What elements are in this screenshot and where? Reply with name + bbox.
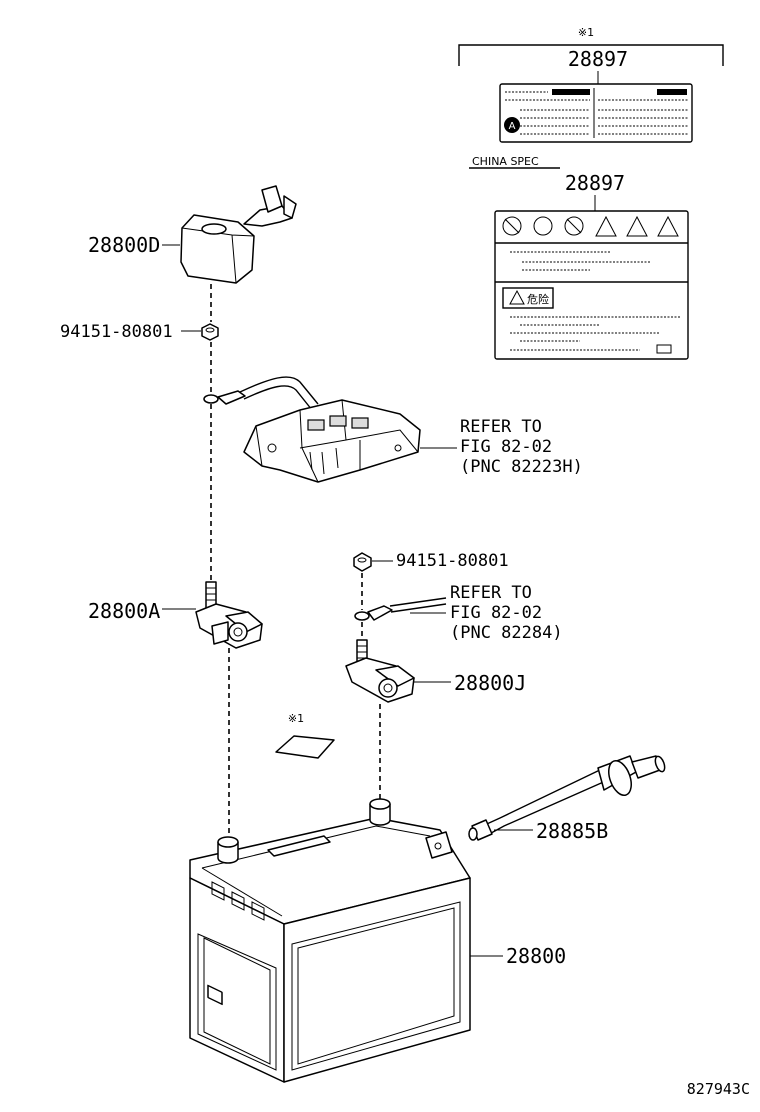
negative-terminal	[345, 639, 415, 703]
nut-upper	[201, 323, 219, 341]
label-bracket	[458, 44, 724, 66]
note-marker: ※1	[578, 26, 594, 39]
refer-upper-line1: REFER TO	[460, 417, 542, 437]
positive-terminal-part-number: 28800A	[88, 599, 160, 623]
nut-upper-part-number: 94151-80801	[60, 322, 173, 342]
nut-lower-part-number: 94151-80801	[396, 551, 509, 571]
note-marker-2: ※1	[288, 712, 304, 725]
nut-lower	[353, 552, 372, 572]
battery-part-number: 28800	[506, 944, 566, 968]
refer-lower-line3: (PNC 82284)	[450, 623, 563, 643]
label-part-number: 28897	[568, 47, 628, 71]
figure-id: 827943C	[687, 1080, 750, 1098]
fuse-block-harness	[203, 376, 421, 483]
refer-lower-line2: FIG 82-02	[450, 603, 542, 623]
vent-hose-part-number: 28885B	[536, 819, 608, 843]
terminal-cover	[180, 185, 297, 284]
svg-text:A: A	[509, 121, 516, 132]
ground-cable	[354, 597, 447, 621]
refer-upper-line2: FIG 82-02	[460, 437, 552, 457]
refer-lower-line1: REFER TO	[450, 583, 532, 603]
china-label-part-number: 28897	[565, 171, 625, 195]
battery-label-sticker	[275, 735, 335, 759]
warning-label-graphic: A	[499, 83, 693, 143]
china-spec-title: CHINA SPEC	[472, 155, 539, 168]
cover-part-number: 28800D	[88, 233, 160, 257]
negative-terminal-part-number: 28800J	[454, 671, 526, 695]
label-warning-text: 危险	[527, 292, 549, 306]
refer-upper-line3: (PNC 82223H)	[460, 457, 583, 477]
positive-terminal	[195, 581, 263, 649]
china-warning-label-graphic: 危险	[494, 210, 689, 360]
vent-hose	[468, 755, 666, 841]
battery	[189, 798, 471, 1083]
